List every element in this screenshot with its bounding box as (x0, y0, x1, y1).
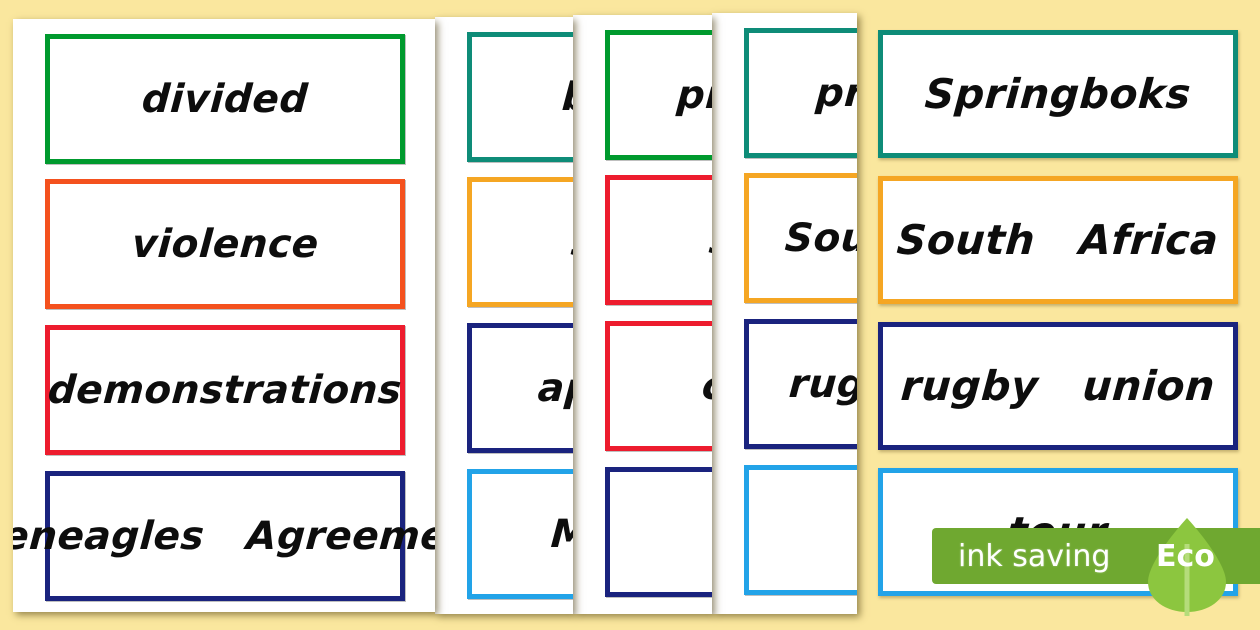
word-card[interactable]: apartheid (467, 323, 573, 453)
eco-badge-eco-label: Eco (1156, 538, 1215, 574)
word-card[interactable]: Gleneagles Agreement (13, 471, 435, 601)
page-3: protestes strikes clashes police (573, 15, 712, 614)
word-card-label: apartheid (536, 365, 573, 411)
word-card[interactable]: clashes (605, 321, 712, 451)
word-card-label: Gleneagles Agreement (13, 513, 435, 559)
word-card[interactable]: tour (744, 465, 857, 595)
word-card[interactable]: rugby union (744, 319, 857, 449)
word-card[interactable]: divided (45, 34, 405, 164)
word-card-label: Muldoon (549, 511, 573, 557)
word-card[interactable]: strikes (467, 177, 573, 307)
word-card[interactable]: South Africa (744, 173, 857, 303)
word-card-label: South Africa (783, 215, 857, 261)
word-card-label: demonstrations (46, 367, 404, 413)
word-card[interactable]: rugby union (878, 322, 1238, 450)
eco-badge-ink-saving-label: ink saving (958, 538, 1111, 574)
word-card-label: protestes (814, 70, 857, 116)
word-card-label: strikes (707, 217, 712, 263)
word-card-label: protestes (675, 72, 712, 118)
word-card[interactable]: police (605, 467, 712, 597)
word-card[interactable]: protestes (744, 28, 857, 158)
word-card[interactable]: demonstrations (45, 325, 405, 455)
leaf-icon (1148, 518, 1226, 616)
word-card[interactable]: protestes (605, 30, 712, 160)
word-card-label: Springboks (923, 69, 1193, 118)
word-card[interactable]: Muldoon (467, 469, 573, 599)
word-card-label: strikes (569, 219, 573, 265)
word-card-label: violence (130, 221, 320, 267)
word-card[interactable]: violence (45, 179, 405, 309)
word-card-label: South Africa (895, 215, 1221, 264)
word-card-label: rugby union (787, 361, 857, 407)
word-card-label: divided (140, 76, 310, 122)
word-card-label: clashes (699, 363, 712, 409)
word-card[interactable]: Springboks (878, 30, 1238, 158)
word-card[interactable]: strikes (605, 175, 712, 305)
word-card-label: rugby union (899, 361, 1217, 410)
word-card[interactable]: South Africa (878, 176, 1238, 304)
ink-saving-eco-badge: ink saving Eco (932, 518, 1260, 616)
page-content: protestes strikes clashes police (573, 15, 712, 614)
word-card[interactable]: boycott (467, 32, 573, 162)
word-card-label: boycott (560, 74, 573, 120)
